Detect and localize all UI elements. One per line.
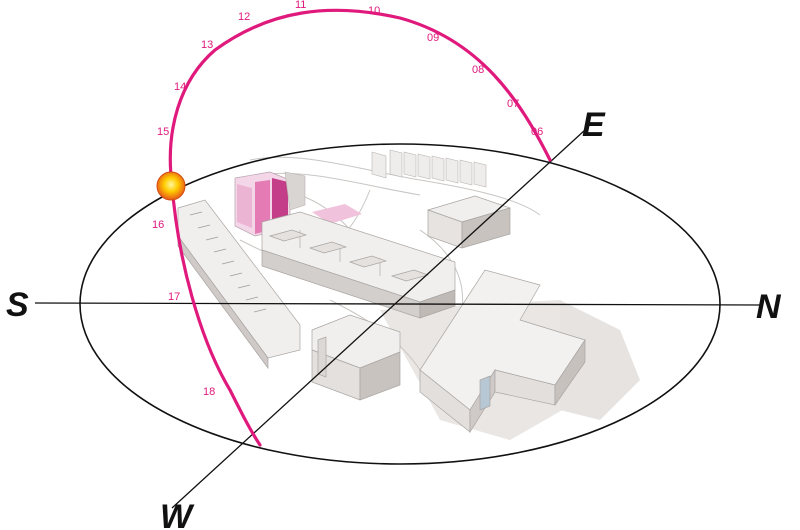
pink-courtyard (312, 204, 362, 224)
hour-label: 09 (427, 32, 439, 44)
hour-label: 12 (238, 11, 250, 23)
site-model (177, 149, 640, 440)
hour-label: 06 (531, 126, 543, 138)
hour-label: 11 (295, 0, 306, 11)
large-cross-building (419, 269, 586, 434)
west-east-axis (171, 129, 586, 509)
hour-label: 10 (368, 5, 380, 17)
right-box-building (426, 195, 512, 249)
lower-block (311, 314, 401, 401)
hour-label: 13 (201, 39, 213, 51)
terrace-block (261, 211, 456, 319)
east-label: E (582, 106, 606, 144)
hour-label: 07 (507, 98, 519, 110)
south-north-axis (34, 302, 763, 306)
north-label: N (756, 288, 782, 326)
hour-label: 17 (168, 291, 180, 303)
hour-label: 14 (174, 81, 186, 93)
far-building-row (371, 149, 487, 188)
horizon-ellipse (79, 143, 721, 465)
hour-label: 16 (152, 219, 164, 231)
south-label: S (6, 286, 29, 324)
west-label: W (160, 498, 195, 530)
hour-label: 15 (157, 126, 169, 138)
hour-label: 18 (203, 386, 215, 398)
compass (34, 129, 763, 509)
sun-path-arc (168, 8, 552, 447)
hour-label: 08 (472, 64, 484, 76)
ground-shadow (560, 300, 640, 420)
sun-icon (156, 171, 186, 201)
hour-labels: 06 07 08 09 10 11 12 13 14 15 16 17 18 (152, 0, 543, 398)
